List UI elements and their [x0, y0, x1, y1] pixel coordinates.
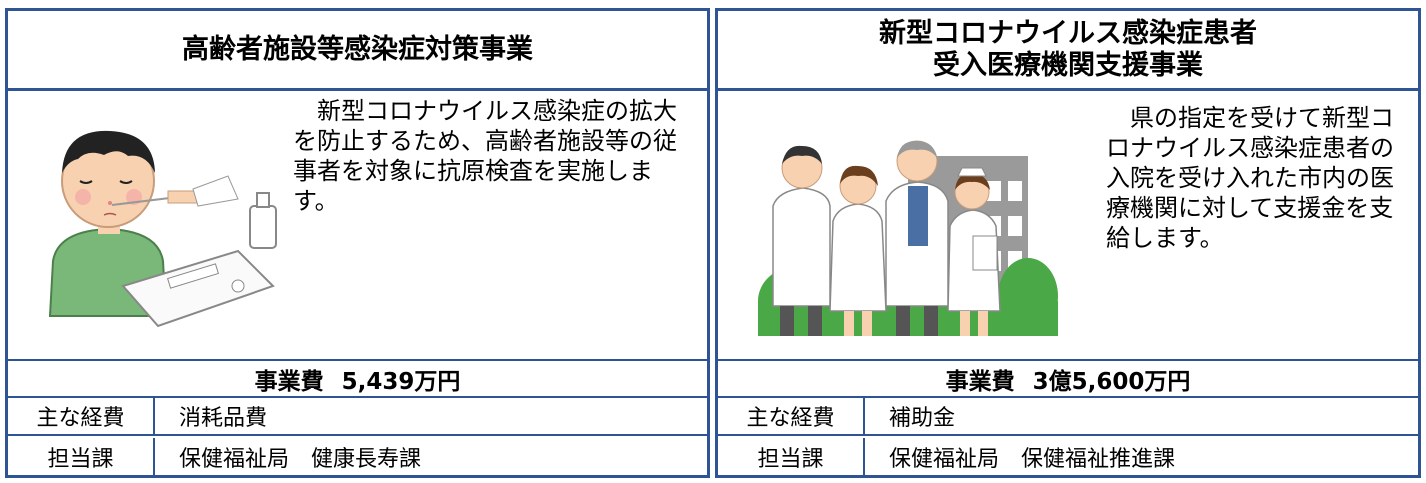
- left-body: 新型コロナウイルス感染症の拡大を防止するため、高齢者施設等の従事者を対象に抗原検…: [8, 91, 707, 361]
- right-body: 県の指定を受けて新型コロナウイルス感染症患者の入院を受け入れた市内の医療機関に対…: [718, 91, 1418, 361]
- right-title: 新型コロナウイルス感染症患者 受入医療機関支援事業: [718, 11, 1418, 91]
- left-expense-key: 主な経費: [8, 398, 155, 434]
- right-cost: 事業費 3億5,600万円: [718, 361, 1418, 398]
- left-department-key: 担当課: [8, 438, 155, 475]
- right-expense-key: 主な経費: [718, 398, 865, 434]
- right-row-expense: 主な経費 補助金: [718, 398, 1418, 436]
- left-department-value: 保健福祉局 健康長寿課: [179, 446, 422, 472]
- left-expense-value: 消耗品費: [179, 406, 268, 431]
- right-department-value: 保健福祉局 保健福祉推進課: [889, 446, 1176, 472]
- left-cost-label: 事業費: [254, 368, 324, 395]
- left-title-text: 高齢者施設等感染症対策事業: [182, 33, 533, 65]
- right-title-line1: 新型コロナウイルス感染症患者: [879, 17, 1257, 49]
- left-row-department: 担当課 保健福祉局 健康長寿課: [8, 438, 707, 475]
- medical-staff-illustration: [758, 140, 1058, 336]
- right-description: 県の指定を受けて新型コロナウイルス感染症患者の入院を受け入れた市内の医療機関に対…: [1106, 104, 1394, 252]
- left-title: 高齢者施設等感染症対策事業: [8, 11, 707, 91]
- right-row-department: 担当課 保健福祉局 保健福祉推進課: [718, 438, 1418, 475]
- left-row-expense: 主な経費 消耗品費: [8, 398, 707, 436]
- right-cost-value: 3億5,600万円: [1032, 368, 1191, 395]
- right-department-key: 担当課: [718, 438, 865, 475]
- right-cost-label: 事業費: [945, 368, 1015, 395]
- left-cost: 事業費 5,439万円: [8, 361, 707, 398]
- right-expense-value: 補助金: [889, 406, 956, 431]
- left-project-panel: 高齢者施設等感染症対策事業 新型コロナウイルス感染: [5, 8, 710, 478]
- right-title-line2: 受入医療機関支援事業: [933, 49, 1203, 81]
- left-description: 新型コロナウイルス感染症の拡大を防止するため、高齢者施設等の従事者を対象に抗原検…: [293, 97, 677, 215]
- right-project-panel: 新型コロナウイルス感染症患者 受入医療機関支援事業: [715, 8, 1421, 478]
- left-cost-value: 5,439万円: [341, 368, 461, 395]
- antigen-test-illustration: [48, 130, 277, 328]
